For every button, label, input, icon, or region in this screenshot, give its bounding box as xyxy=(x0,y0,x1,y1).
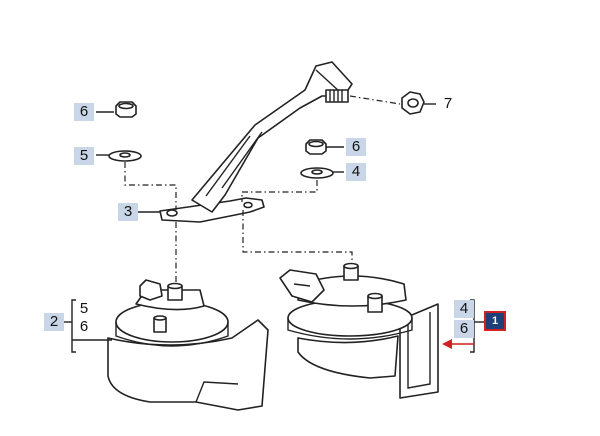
nut-left[interactable] xyxy=(115,101,137,118)
callout-4-nut[interactable]: 4 xyxy=(346,163,366,181)
callout-7[interactable]: 7 xyxy=(443,95,453,112)
nut-right[interactable] xyxy=(305,139,327,155)
horn-right[interactable] xyxy=(279,262,439,399)
callout-6-top[interactable]: 6 xyxy=(74,103,94,121)
callout-5-top[interactable]: 5 xyxy=(74,147,94,165)
callout-4-right[interactable]: 4 xyxy=(454,300,474,318)
callout-5-left[interactable]: 5 xyxy=(79,300,89,317)
callout-6-left[interactable]: 6 xyxy=(79,318,89,335)
callout-6-right[interactable]: 6 xyxy=(454,320,474,338)
mounting-bracket[interactable] xyxy=(159,61,353,223)
washer-left[interactable] xyxy=(108,150,142,162)
callout-2[interactable]: 2 xyxy=(44,313,64,331)
callout-3[interactable]: 3 xyxy=(118,203,138,221)
horn-left[interactable] xyxy=(107,279,269,411)
callout-6-nut[interactable]: 6 xyxy=(346,138,366,156)
callout-1-selected[interactable]: 1 xyxy=(484,311,506,331)
flange-nut-7[interactable] xyxy=(401,91,425,115)
bolt xyxy=(325,89,349,103)
washer-right[interactable] xyxy=(300,167,334,179)
